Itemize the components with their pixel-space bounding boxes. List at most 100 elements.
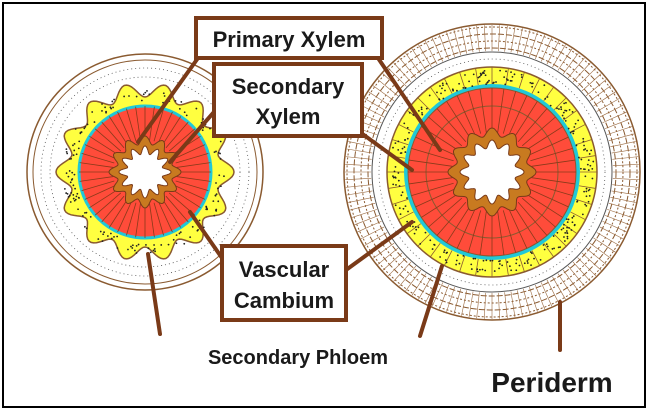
phloem-cell-dot bbox=[74, 143, 76, 145]
phloem-cell-dot bbox=[477, 271, 479, 273]
phloem-cell-dot bbox=[392, 183, 394, 185]
phloem-cell-dot bbox=[398, 180, 400, 182]
phloem-cell-dot bbox=[552, 248, 554, 250]
phloem-cell-dot bbox=[575, 123, 577, 125]
phloem-cell-dot bbox=[189, 236, 191, 238]
phloem-cell-dot bbox=[116, 236, 118, 238]
phloem-cell-dot bbox=[585, 205, 587, 207]
phloem-cell-dot bbox=[573, 126, 575, 128]
phloem-cell-dot bbox=[112, 107, 114, 109]
phloem-cell-dot bbox=[75, 128, 77, 130]
phloem-cell-dot bbox=[105, 111, 107, 113]
phloem-cell-dot bbox=[145, 244, 147, 246]
phloem-cell-dot bbox=[589, 195, 591, 197]
phloem-cell-dot bbox=[489, 260, 491, 262]
phloem-cell-dot bbox=[464, 74, 466, 76]
phloem-cell-dot bbox=[111, 238, 113, 240]
phloem-cell-dot bbox=[116, 247, 118, 249]
phloem-cell-dot bbox=[444, 249, 446, 251]
phloem-cell-dot bbox=[584, 148, 586, 150]
phloem-cell-dot bbox=[132, 244, 134, 246]
phloem-cell-dot bbox=[197, 229, 199, 231]
phloem-cell-dot bbox=[66, 151, 68, 153]
phloem-cell-dot bbox=[153, 244, 155, 246]
phloem-cell-dot bbox=[563, 117, 565, 119]
phloem-cell-dot bbox=[141, 100, 143, 102]
phloem-cell-dot bbox=[576, 145, 578, 147]
phloem-cell-dot bbox=[68, 176, 70, 178]
phloem-cell-dot bbox=[150, 252, 152, 254]
phloem-cell-dot bbox=[406, 197, 408, 199]
phloem-cell-dot bbox=[564, 240, 566, 242]
phloem-cell-dot bbox=[565, 102, 567, 104]
phloem-cell-dot bbox=[66, 153, 68, 155]
phloem-cell-dot bbox=[202, 129, 204, 131]
phloem-cell-dot bbox=[564, 232, 566, 234]
phloem-cell-dot bbox=[459, 263, 461, 265]
phloem-cell-dot bbox=[457, 254, 459, 256]
phloem-cell-dot bbox=[179, 108, 181, 110]
phloem-cell-dot bbox=[571, 229, 573, 231]
phloem-cell-dot bbox=[73, 150, 75, 152]
phloem-cell-dot bbox=[439, 256, 441, 258]
phloem-cell-dot bbox=[72, 184, 74, 186]
phloem-cell-dot bbox=[586, 188, 588, 190]
phloem-cell-dot bbox=[443, 251, 445, 253]
phloem-cell-dot bbox=[499, 263, 501, 265]
phloem-cell-dot bbox=[184, 111, 186, 113]
phloem-cell-dot bbox=[563, 224, 565, 226]
phloem-cell-dot bbox=[583, 141, 585, 143]
phloem-cell-dot bbox=[69, 158, 71, 160]
phloem-cell-dot bbox=[531, 82, 533, 84]
phloem-cell-dot bbox=[136, 252, 138, 254]
phloem-cell-dot bbox=[585, 191, 587, 193]
phloem-cell-dot bbox=[572, 221, 574, 223]
phloem-cell-dot bbox=[462, 87, 464, 89]
phloem-cell-dot bbox=[503, 76, 505, 78]
phloem-cell-dot bbox=[568, 227, 570, 229]
phloem-cell-dot bbox=[530, 264, 532, 266]
phloem-cell-dot bbox=[444, 90, 446, 92]
phloem-cell-dot bbox=[463, 255, 465, 257]
phloem-cell-dot bbox=[415, 229, 417, 231]
phloem-cell-dot bbox=[192, 226, 194, 228]
phloem-cell-dot bbox=[567, 238, 569, 240]
phloem-cell-dot bbox=[473, 73, 475, 75]
phloem-cell-dot bbox=[487, 81, 489, 83]
phloem-cell-dot bbox=[223, 175, 225, 177]
phloem-cell-dot bbox=[215, 151, 217, 153]
phloem-cell-dot bbox=[442, 84, 444, 86]
phloem-cell-dot bbox=[519, 265, 521, 267]
phloem-cell-dot bbox=[72, 144, 74, 146]
phloem-cell-dot bbox=[84, 226, 86, 228]
phloem-cell-dot bbox=[563, 102, 565, 104]
phloem-cell-dot bbox=[78, 140, 80, 142]
phloem-cell-dot bbox=[485, 83, 487, 85]
phloem-cell-dot bbox=[547, 96, 549, 98]
phloem-cell-dot bbox=[498, 260, 500, 262]
phloem-cell-dot bbox=[474, 258, 476, 260]
phloem-cell-dot bbox=[123, 96, 125, 98]
secondary-xylem-text-line1: Secondary bbox=[232, 74, 345, 99]
phloem-cell-dot bbox=[556, 107, 558, 109]
phloem-cell-dot bbox=[560, 108, 562, 110]
phloem-cell-dot bbox=[71, 179, 73, 181]
phloem-cell-dot bbox=[113, 236, 115, 238]
phloem-cell-dot bbox=[515, 262, 517, 264]
phloem-cell-dot bbox=[168, 244, 170, 246]
phloem-cell-dot bbox=[559, 246, 561, 248]
phloem-cell-dot bbox=[561, 229, 563, 231]
phloem-cell-dot bbox=[400, 213, 402, 215]
phloem-cell-dot bbox=[446, 262, 448, 264]
phloem-cell-dot bbox=[580, 168, 582, 170]
phloem-cell-dot bbox=[395, 166, 397, 168]
phloem-cell-dot bbox=[429, 239, 431, 241]
phloem-cell-dot bbox=[524, 262, 526, 264]
phloem-cell-dot bbox=[76, 153, 78, 155]
phloem-cell-dot bbox=[445, 259, 447, 261]
phloem-cell-dot bbox=[173, 239, 175, 241]
phloem-cell-dot bbox=[68, 196, 70, 198]
phloem-cell-dot bbox=[205, 208, 207, 210]
phloem-cell-dot bbox=[419, 243, 421, 245]
